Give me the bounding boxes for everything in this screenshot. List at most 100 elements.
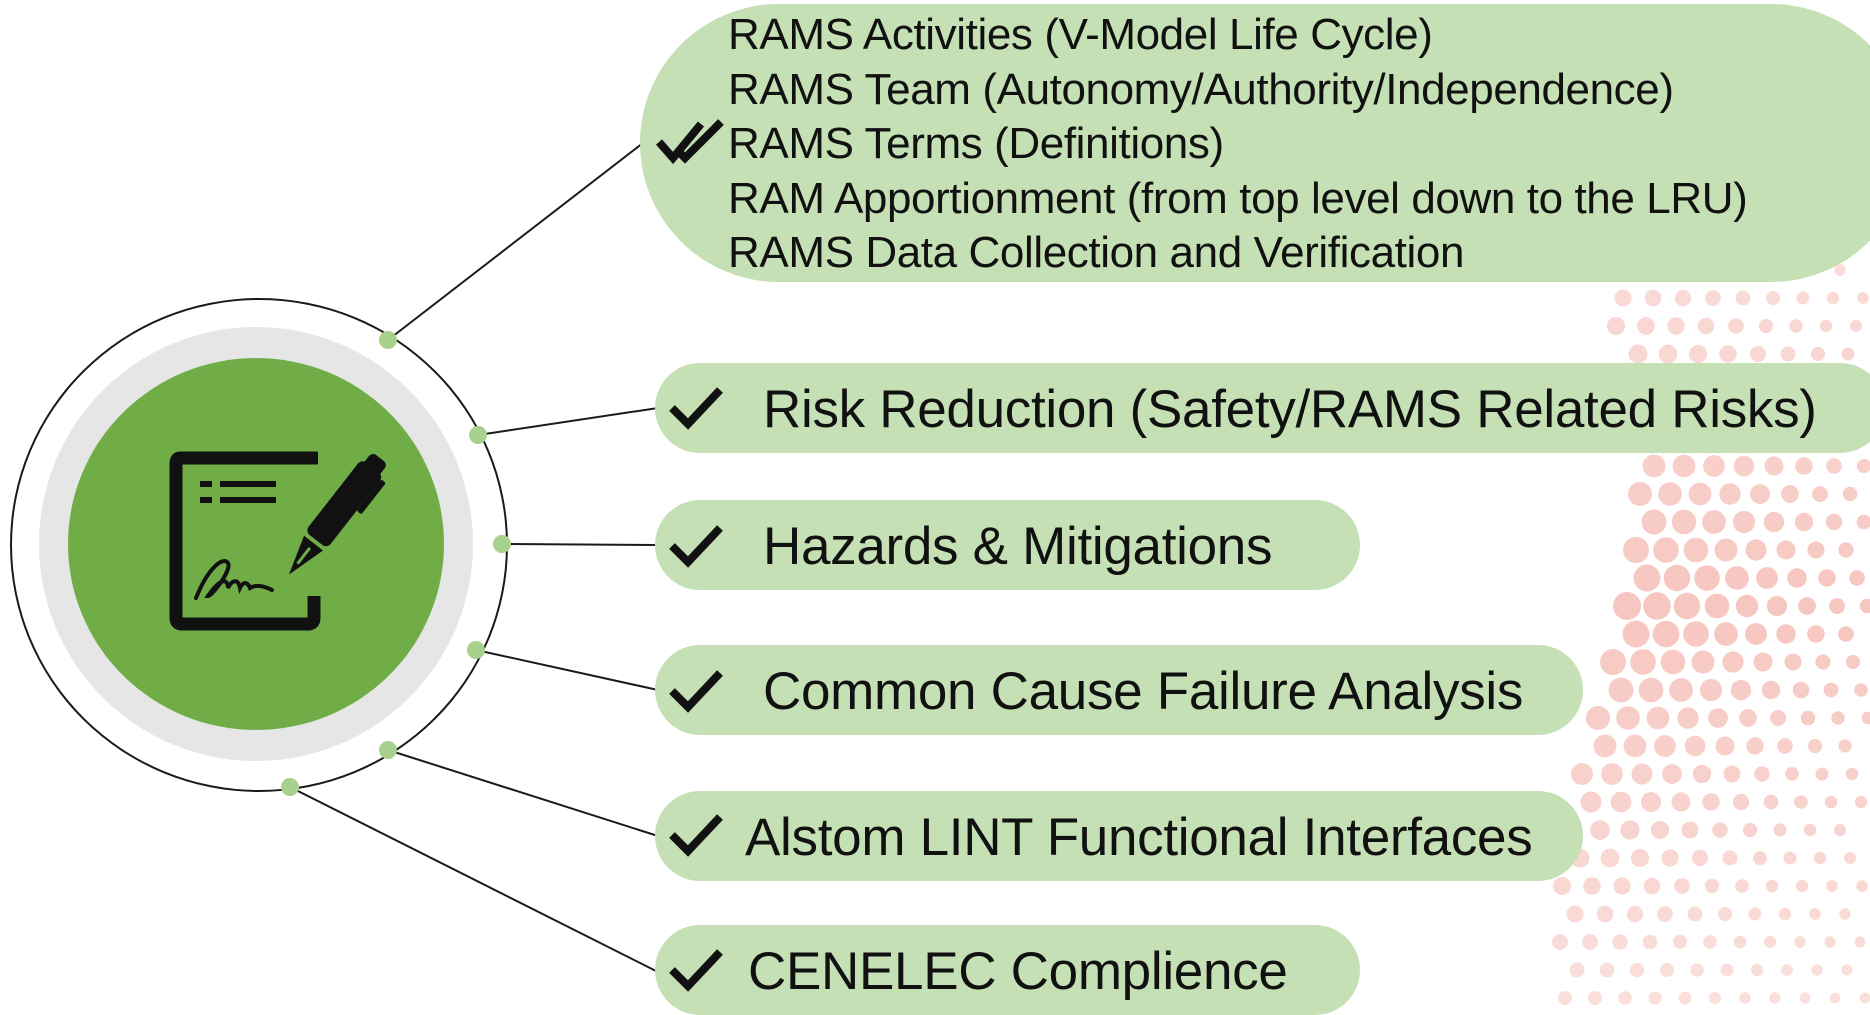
decorative-dot xyxy=(1856,514,1870,530)
decorative-dot xyxy=(1824,936,1836,948)
decorative-dot xyxy=(1714,622,1738,646)
decorative-dot xyxy=(1798,597,1816,615)
decorative-dot xyxy=(1850,320,1862,332)
decorative-dot xyxy=(1766,595,1788,617)
decorative-dot xyxy=(1859,598,1870,614)
decorative-dot xyxy=(1815,767,1829,781)
decorative-dot xyxy=(1673,592,1701,620)
decorative-dot xyxy=(1712,822,1728,838)
decorative-dot-pattern xyxy=(1552,262,1870,1005)
decorative-dot xyxy=(1569,962,1585,978)
decorative-dot xyxy=(1599,962,1615,978)
decorative-dot xyxy=(1691,650,1715,674)
decorative-dot xyxy=(1571,763,1593,785)
decorative-dot xyxy=(1607,317,1625,335)
item-label-risk-reduction: Risk Reduction (Safety/RAMS Related Risk… xyxy=(763,380,1817,439)
decorative-dot xyxy=(1660,649,1686,675)
connector-dot xyxy=(493,535,511,553)
decorative-dot xyxy=(1807,541,1825,559)
decorative-dot xyxy=(1749,345,1767,363)
decorative-dot xyxy=(1600,649,1626,675)
connector-dot xyxy=(467,641,485,659)
decorative-dot xyxy=(1722,850,1738,866)
decorative-dot xyxy=(1854,683,1868,697)
decorative-dot xyxy=(1583,877,1601,895)
decorative-dot xyxy=(1732,510,1756,534)
decorative-dot xyxy=(1702,793,1720,811)
decorative-dot xyxy=(1618,991,1632,1005)
decorative-dot xyxy=(1714,538,1738,562)
decorative-dot xyxy=(1794,512,1814,532)
connector-dot xyxy=(379,331,397,349)
decorative-dot xyxy=(1841,347,1855,361)
decorative-dot xyxy=(1818,569,1836,587)
decorative-dot xyxy=(1600,848,1620,868)
decorative-dot xyxy=(1811,964,1823,976)
decorative-dot xyxy=(1643,877,1661,895)
decorative-dot xyxy=(1708,708,1728,728)
decorative-dot xyxy=(1715,736,1735,756)
decorative-dot xyxy=(1590,820,1610,840)
decorative-dot xyxy=(1650,820,1670,840)
rams-topic-line: RAMS Activities (V-Model Life Cycle) xyxy=(728,10,1433,59)
decorative-dot xyxy=(1642,934,1658,950)
double-check-icon xyxy=(655,119,724,165)
decorative-dot xyxy=(1796,880,1808,892)
decorative-dot xyxy=(1630,848,1650,868)
decorative-dot xyxy=(1764,936,1776,948)
decorative-dot xyxy=(1613,877,1631,895)
check-icon xyxy=(669,814,723,857)
decorative-dot xyxy=(1826,880,1838,892)
decorative-dot xyxy=(1658,344,1678,364)
decorative-dot xyxy=(1846,655,1860,669)
decorative-dot xyxy=(1654,735,1676,757)
item-label-lint: Alstom LINT Functional Interfaces xyxy=(745,808,1533,867)
decorative-dot xyxy=(1750,963,1764,977)
decorative-dot xyxy=(1719,345,1737,363)
decorative-dot xyxy=(1761,680,1781,700)
decorative-dot xyxy=(1588,991,1602,1005)
decorative-dot xyxy=(1687,906,1703,922)
connector-line-item-5 xyxy=(289,786,659,973)
decorative-dot xyxy=(1728,318,1744,334)
decorative-dot xyxy=(1776,540,1796,560)
decorative-dot xyxy=(1703,455,1725,477)
decorative-dot xyxy=(1796,291,1810,305)
decorative-dot xyxy=(1811,347,1825,361)
decorative-dot xyxy=(1723,765,1741,783)
decorative-dot xyxy=(1815,654,1831,670)
decorative-dot xyxy=(1631,763,1653,785)
decorative-dot xyxy=(1629,962,1645,978)
decorative-dot xyxy=(1671,792,1691,812)
decorative-dot xyxy=(1795,457,1813,475)
decorative-dot xyxy=(1672,454,1696,478)
decorative-dot xyxy=(1742,822,1758,838)
decorative-dot xyxy=(1683,537,1709,563)
decorative-dot xyxy=(1633,564,1661,592)
decorative-dot xyxy=(1780,346,1796,362)
decorative-dot xyxy=(1638,677,1664,703)
signed-document-pen-icon xyxy=(169,451,386,631)
connector-line-top-group xyxy=(387,142,644,341)
decorative-dot xyxy=(1677,707,1699,729)
decorative-dot xyxy=(1781,485,1799,503)
decorative-dot xyxy=(1566,905,1584,923)
decorative-dot xyxy=(1622,620,1650,648)
decorative-dot xyxy=(1586,706,1610,730)
rams-topic-line: RAMS Data Collection and Verification xyxy=(728,228,1465,277)
decorative-dot xyxy=(1834,824,1846,836)
decorative-dot xyxy=(1614,289,1632,307)
decorative-dot xyxy=(1856,458,1870,474)
decorative-dot xyxy=(1553,877,1571,895)
decorative-dot xyxy=(1838,739,1852,753)
decorative-dot xyxy=(1720,963,1734,977)
decorative-dot xyxy=(1694,565,1720,591)
connector-line-item-2 xyxy=(501,543,659,546)
decorative-dot xyxy=(1660,963,1674,977)
decorative-dot xyxy=(1824,795,1838,809)
rams-topics-group xyxy=(640,4,1870,282)
decorative-dot xyxy=(1669,678,1693,702)
decorative-dot xyxy=(1691,849,1709,867)
decorative-dot xyxy=(1593,734,1617,758)
decorative-dot xyxy=(1785,767,1799,781)
